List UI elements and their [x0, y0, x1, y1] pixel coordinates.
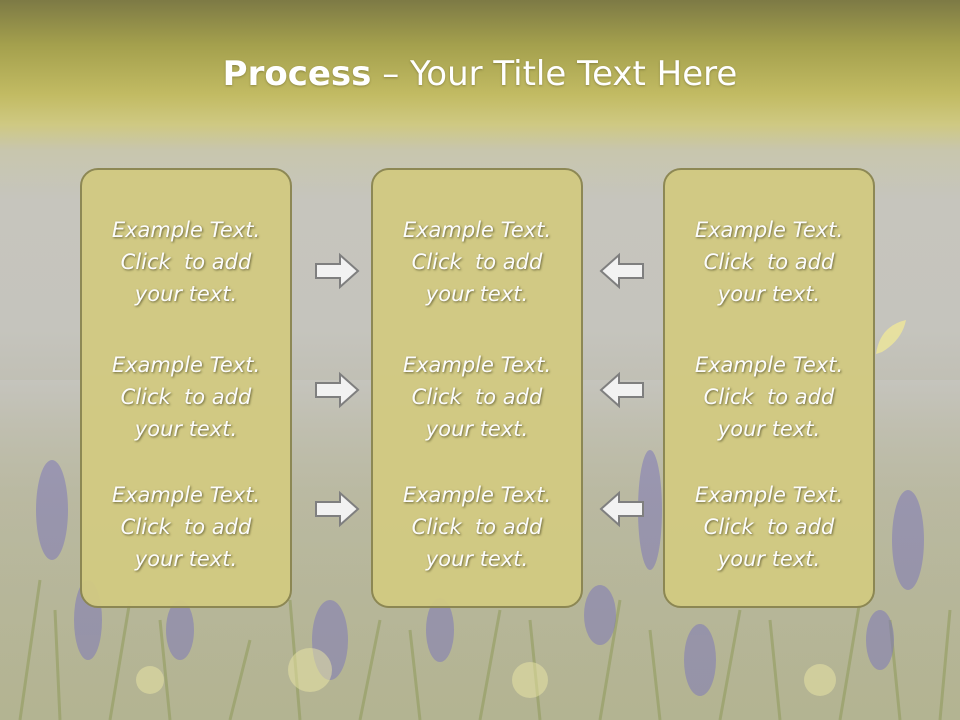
panel-text-box[interactable]: Example Text. Click to add your text.: [373, 479, 581, 575]
text-line: Click to add: [411, 515, 543, 539]
panel-text-box[interactable]: Example Text. Click to add your text.: [665, 214, 873, 310]
text-line: Example Text.: [694, 483, 844, 507]
process-panel-left[interactable]: Example Text. Click to add your text. Ex…: [80, 168, 292, 608]
text-line: Example Text.: [402, 483, 552, 507]
process-panel-right[interactable]: Example Text. Click to add your text. Ex…: [663, 168, 875, 608]
text-line: your text.: [134, 547, 238, 571]
panel-text-box[interactable]: Example Text. Click to add your text.: [82, 214, 290, 310]
text-line: Example Text.: [694, 353, 844, 377]
text-line: Example Text.: [402, 353, 552, 377]
process-panel-center[interactable]: Example Text. Click to add your text. Ex…: [371, 168, 583, 608]
arrow-left-icon: [599, 252, 644, 290]
butterfly-icon: [876, 320, 906, 354]
text-line: Example Text.: [111, 218, 261, 242]
page-title[interactable]: Process – Your Title Text Here: [0, 50, 960, 98]
title-bold: Process: [222, 54, 372, 94]
arrow-right-icon: [315, 252, 360, 290]
panel-text-box[interactable]: Example Text. Click to add your text.: [82, 479, 290, 575]
panel-text-box[interactable]: Example Text. Click to add your text.: [665, 479, 873, 575]
text-line: your text.: [425, 282, 529, 306]
title-separator: –: [371, 54, 411, 94]
text-line: your text.: [425, 417, 529, 441]
text-line: Click to add: [411, 385, 543, 409]
text-line: Click to add: [120, 515, 252, 539]
text-line: Click to add: [703, 385, 835, 409]
text-line: Example Text.: [694, 218, 844, 242]
text-line: Example Text.: [402, 218, 552, 242]
panel-text-box[interactable]: Example Text. Click to add your text.: [373, 214, 581, 310]
text-line: your text.: [717, 417, 821, 441]
arrow-right-icon: [315, 371, 360, 409]
text-line: Example Text.: [111, 483, 261, 507]
arrow-left-icon: [599, 490, 644, 528]
text-line: your text.: [425, 547, 529, 571]
text-line: your text.: [717, 547, 821, 571]
panel-text-box[interactable]: Example Text. Click to add your text.: [665, 349, 873, 445]
title-rest: Your Title Text Here: [410, 54, 738, 94]
text-line: Click to add: [120, 250, 252, 274]
text-line: Click to add: [703, 250, 835, 274]
text-line: Example Text.: [111, 353, 261, 377]
text-line: Click to add: [411, 250, 543, 274]
panel-text-box[interactable]: Example Text. Click to add your text.: [373, 349, 581, 445]
text-line: your text.: [134, 282, 238, 306]
text-line: Click to add: [120, 385, 252, 409]
panel-text-box[interactable]: Example Text. Click to add your text.: [82, 349, 290, 445]
arrow-right-icon: [315, 490, 360, 528]
text-line: your text.: [134, 417, 238, 441]
text-line: your text.: [717, 282, 821, 306]
arrow-left-icon: [599, 371, 644, 409]
text-line: Click to add: [703, 515, 835, 539]
